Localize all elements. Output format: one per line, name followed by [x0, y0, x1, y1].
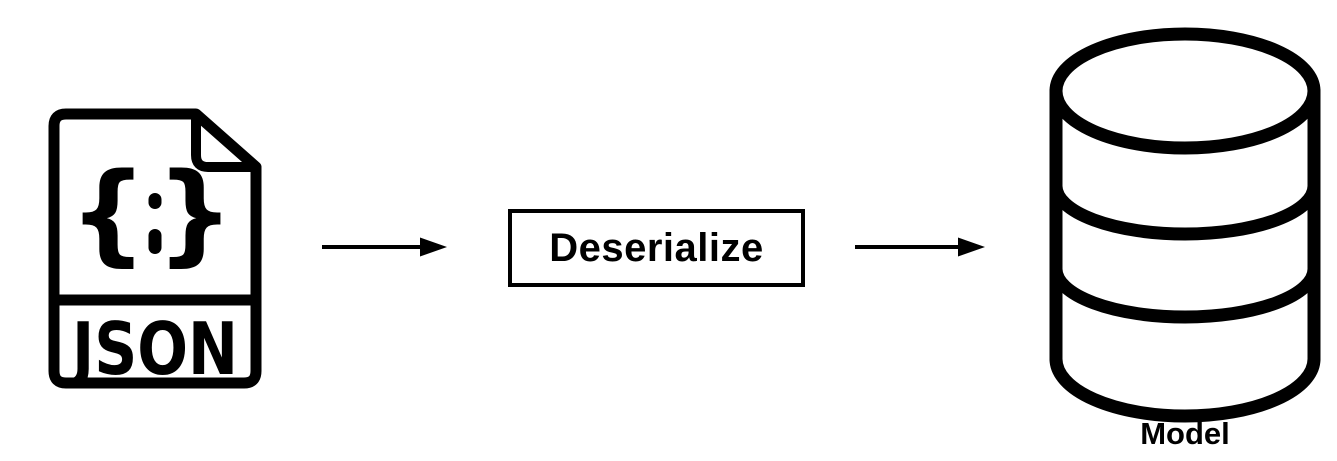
arrow-head	[958, 237, 985, 257]
file-type-label: JSON	[68, 307, 238, 390]
arrow-head	[420, 237, 447, 257]
deserialize-label: Deserialize	[549, 225, 764, 270]
document-outline	[48, 108, 262, 389]
cylinder-bottom-arc	[1049, 352, 1321, 423]
cylinder-top-ellipse	[1049, 27, 1321, 155]
deserialize-box: Deserialize	[508, 209, 805, 287]
model-label: Model	[1140, 416, 1230, 451]
brace-right-glyph: }	[156, 149, 234, 277]
arrow-right-icon	[322, 237, 447, 257]
colon-dot-bottom	[148, 229, 162, 254]
folded-corner	[191, 113, 256, 172]
database-icon	[1049, 27, 1321, 423]
json-file-icon: { } JSON	[48, 108, 262, 390]
colon-dot-top	[148, 193, 162, 209]
cylinder-band-2	[1049, 262, 1321, 324]
cylinder-band-1	[1049, 179, 1321, 241]
arrow-right-icon	[855, 237, 985, 257]
brace-left-glyph: {	[69, 149, 147, 277]
